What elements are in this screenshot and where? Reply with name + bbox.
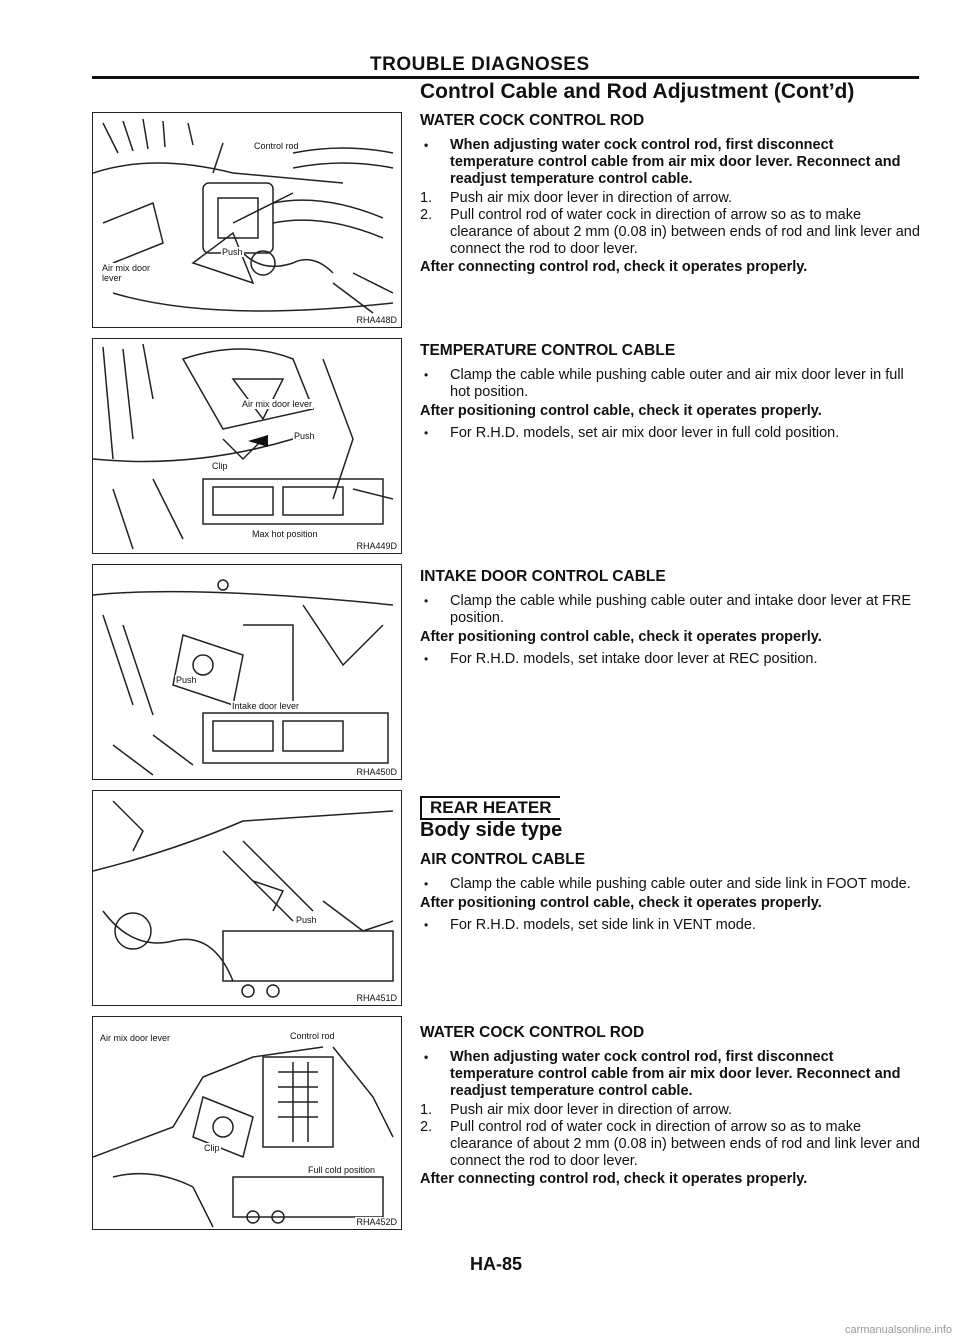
figure-label: Control rod xyxy=(253,141,300,151)
step-item: 2. Pull control rod of water cock in dire… xyxy=(420,1119,920,1170)
step-number: 1. xyxy=(420,1102,433,1118)
section-heading: TEMPERATURE CONTROL CABLE xyxy=(420,342,676,359)
section-intake-cable: INTAKE DOOR CONTROL CABLE Clamp the cabl… xyxy=(420,568,920,670)
figure-code: RHA448D xyxy=(355,315,398,325)
section-heading: AIR CONTROL CABLE xyxy=(420,851,586,868)
section-water-cock-1: WATER COCK CONTROL ROD When adjusting wa… xyxy=(420,112,920,281)
section-heading: INTAKE DOOR CONTROL CABLE xyxy=(420,568,666,585)
figure-rha448d: Control rod Air mix door lever Push RHA4… xyxy=(92,112,402,328)
figure-rha451d-drawing xyxy=(93,800,394,998)
figure-label: Air mix door lever xyxy=(241,399,314,409)
figure-rha450d-drawing xyxy=(93,579,394,776)
figure-label: Push xyxy=(175,675,198,685)
step-item: 1. Push air mix door lever in direction o… xyxy=(420,1102,920,1119)
step-text: Pull control rod of water cock in direct… xyxy=(450,1119,920,1169)
note: After positioning control cable, check i… xyxy=(420,629,822,645)
figure-rha449d: Air mix door lever Push Clip Max hot pos… xyxy=(92,338,402,554)
figure-label: Control rod xyxy=(289,1031,336,1041)
figure-code: RHA449D xyxy=(355,541,398,551)
figure-label: Air mix door lever xyxy=(101,263,159,283)
note: After positioning control cable, check i… xyxy=(420,895,822,911)
figure-label: Push xyxy=(221,247,244,257)
figure-rha449d-drawing xyxy=(93,343,394,550)
figure-label: Air mix door lever xyxy=(99,1033,172,1043)
figure-rha451d: Push RHA451D xyxy=(92,790,402,1006)
step-number: 2. xyxy=(420,1119,433,1135)
page-number: HA-85 xyxy=(470,1254,523,1274)
section-heading: WATER COCK CONTROL ROD xyxy=(420,112,645,129)
figure-label: Clip xyxy=(211,461,229,471)
bullet-item: Clamp the cable while pushing cable oute… xyxy=(420,367,920,401)
figure-label: Intake door lever xyxy=(231,701,301,711)
figure-rha450d: Push Intake door lever RHA450D xyxy=(92,564,402,780)
note: After positioning control cable, check i… xyxy=(420,403,822,419)
step-number: 2. xyxy=(420,207,433,223)
figure-label: Push xyxy=(295,915,318,925)
header-rule xyxy=(92,76,919,79)
bullet-item: For R.H.D. models, set intake door lever… xyxy=(420,651,920,668)
figure-code: RHA451D xyxy=(355,993,398,1003)
page-title: Control Cable and Rod Adjustment (Cont’d… xyxy=(420,80,855,103)
figure-rha452d-drawing xyxy=(93,1046,394,1228)
bullet-item: When adjusting water cock control rod, f… xyxy=(420,137,920,188)
figure-label: Push xyxy=(293,431,316,441)
section-heading: WATER COCK CONTROL ROD xyxy=(420,1024,645,1041)
figure-rha452d: Air mix door lever Control rod Clip Full… xyxy=(92,1016,402,1230)
section-water-cock-2: WATER COCK CONTROL ROD When adjusting wa… xyxy=(420,1024,920,1193)
bullet-item: Clamp the cable while pushing cable oute… xyxy=(420,593,920,627)
step-text: Push air mix door lever in direction of … xyxy=(450,1102,733,1118)
bullet-item: When adjusting water cock control rod, f… xyxy=(420,1049,920,1100)
rear-heater-box: REAR HEATER xyxy=(420,796,560,820)
footer-watermark: carmanualsonline.info xyxy=(844,1324,952,1336)
figure-code: RHA452D xyxy=(355,1217,398,1227)
bullet-item: Clamp the cable while pushing cable oute… xyxy=(420,876,920,893)
bullet-item: For R.H.D. models, set air mix door leve… xyxy=(420,425,920,442)
step-item: 2. Pull control rod of water cock in dire… xyxy=(420,207,920,258)
figure-code: RHA450D xyxy=(355,767,398,777)
bullet-item: For R.H.D. models, set side link in VENT… xyxy=(420,917,920,934)
step-text: Push air mix door lever in direction of … xyxy=(450,190,733,206)
step-number: 1. xyxy=(420,190,433,206)
page-header: TROUBLE DIAGNOSES xyxy=(370,54,590,75)
step-text: Pull control rod of water cock in direct… xyxy=(450,207,920,257)
figure-label: Clip xyxy=(203,1143,221,1153)
figure-rha448d-drawing xyxy=(93,118,394,314)
step-item: 1. Push air mix door lever in direction o… xyxy=(420,190,920,207)
section-temperature-cable: TEMPERATURE CONTROL CABLE Clamp the cabl… xyxy=(420,342,920,444)
note: After connecting control rod, check it o… xyxy=(420,259,808,275)
figure-label: Max hot position xyxy=(251,529,319,539)
subsection-title: Body side type xyxy=(420,819,563,841)
note: After connecting control rod, check it o… xyxy=(420,1171,808,1187)
section-rear-heater: REAR HEATER Body side type AIR CONTROL C… xyxy=(420,796,920,936)
figure-label: Full cold position xyxy=(307,1165,377,1175)
